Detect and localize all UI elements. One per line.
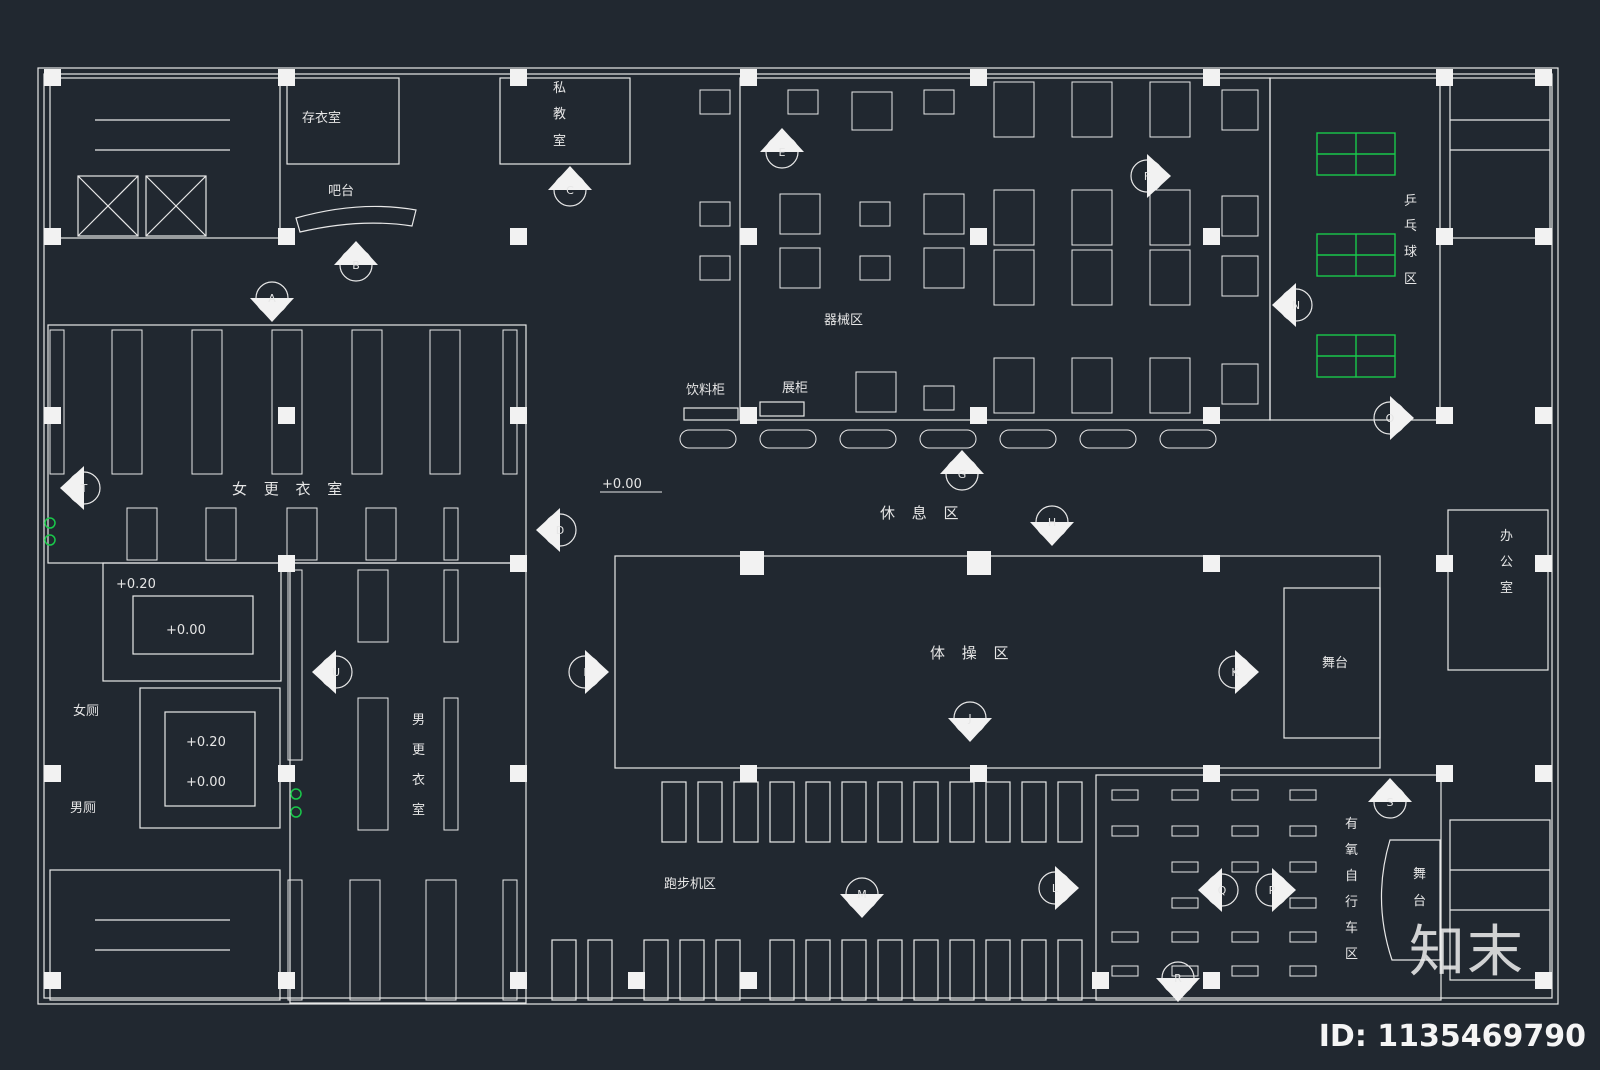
section-marker-letter: E [779, 146, 786, 159]
label-tt-2: 乓 [1404, 219, 1417, 234]
label-gym: 体 操 区 [930, 644, 1015, 662]
section-marker-letter: S [1387, 796, 1394, 809]
section-marker-m: M [840, 877, 884, 918]
section-marker-letter: U [332, 666, 340, 679]
outer-wall [37, 67, 1559, 1005]
section-marker-letter: O [1386, 412, 1395, 425]
section-marker-l: L [1038, 866, 1079, 910]
label-equipment: 器械区 [824, 313, 863, 328]
section-marker-letter: T [80, 482, 88, 495]
section-marker-o: O [1373, 396, 1414, 440]
label-side-stage-2: 台 [1413, 894, 1426, 909]
label-men-wc: 男厕 [70, 801, 96, 816]
label-side-stage-1: 舞 [1413, 867, 1426, 882]
rest-seating [679, 429, 1217, 449]
section-marker-letter: F [1144, 170, 1150, 183]
section-marker-letter: G [958, 468, 967, 481]
label-private-2: 教 [553, 106, 566, 122]
section-marker-e: E [760, 128, 804, 169]
section-marker-letter: N [1292, 299, 1300, 312]
section-marker-n: N [1272, 283, 1313, 327]
label-treadmill: 跑步机区 [664, 877, 716, 892]
label-cycle-2: 氧 [1345, 843, 1358, 858]
women-lockers [49, 329, 518, 561]
section-marker-letter: L [1052, 882, 1059, 895]
label-storage: 存衣室 [302, 110, 341, 126]
label-men-1: 男 [412, 713, 425, 728]
brand-logo-text: 知末 [1409, 920, 1525, 985]
section-marker-letter: P [1269, 884, 1276, 897]
label-women-locker: 女 更 衣 室 [232, 480, 348, 498]
section-marker-letter: I [583, 666, 586, 679]
section-marker-p: P [1255, 868, 1296, 912]
section-marker-letter: J [967, 712, 971, 725]
section-marker-letter: K [1231, 666, 1239, 679]
level-pool-inner: +0.00 [166, 623, 206, 638]
section-marker-g: G [940, 450, 984, 491]
section-marker-a: A [250, 281, 294, 322]
bar-counter [295, 205, 417, 233]
label-rest: 休 息 区 [880, 504, 965, 522]
label-office-1: 办 [1500, 529, 1513, 544]
section-marker-letter: C [566, 184, 574, 197]
label-stage: 舞台 [1322, 656, 1348, 671]
section-marker-f: F [1130, 154, 1171, 198]
side-stage [1380, 839, 1441, 961]
level-spa-bottom: +0.00 [186, 775, 226, 790]
section-marker-u: U [312, 650, 353, 694]
treadmill-row-bottom [551, 939, 1083, 1001]
label-private-1: 私 [553, 81, 566, 96]
label-men-2: 更 [412, 743, 425, 758]
label-cycle-3: 自 [1345, 869, 1358, 884]
section-marker-q: Q [1198, 868, 1239, 912]
level-main: +0.00 [602, 477, 642, 492]
label-cycle-6: 区 [1345, 947, 1358, 962]
label-men-4: 室 [412, 802, 425, 818]
brand-id: ID: 1135469790 [1318, 1019, 1586, 1054]
section-marker-d: D [536, 508, 577, 552]
section-marker-letter: R [1174, 972, 1182, 985]
ping-pong-tables [1316, 132, 1396, 378]
section-marker-r: R [1156, 961, 1200, 1002]
label-tt-4: 区 [1404, 272, 1417, 287]
label-men-3: 衣 [412, 772, 425, 788]
section-marker-i: I [568, 650, 609, 694]
section-marker-letter: M [857, 888, 867, 901]
label-display: 展柜 [782, 381, 808, 396]
section-marker-letter: D [556, 524, 564, 537]
section-markers: A B C D E F G H I J K L M N O P Q R S T U [60, 128, 1414, 1002]
section-marker-c: C [548, 166, 592, 207]
section-marker-b: B [334, 241, 378, 282]
label-cycle-4: 行 [1345, 895, 1358, 910]
green-fixtures [44, 517, 302, 818]
treadmill-row-top [661, 781, 1083, 843]
label-office-2: 公 [1500, 555, 1513, 570]
section-marker-j: J [948, 701, 992, 742]
label-women-wc: 女厕 [73, 703, 99, 719]
section-marker-t: T [60, 466, 101, 510]
label-cycle-1: 有 [1345, 817, 1358, 832]
bikes [1111, 789, 1317, 977]
level-pool-edge: +0.20 [116, 577, 156, 592]
section-marker-letter: B [352, 259, 360, 272]
label-tt-1: 乒 [1404, 194, 1417, 209]
section-marker-s: S [1368, 778, 1412, 819]
section-marker-k: K [1218, 650, 1259, 694]
label-bar: 吧台 [328, 184, 354, 199]
men-lockers [287, 569, 518, 1001]
section-marker-letter: H [1048, 516, 1056, 529]
label-cycle-5: 车 [1345, 920, 1358, 936]
structural-columns [44, 69, 1552, 989]
label-tt-3: 球 [1404, 245, 1417, 260]
level-spa-top: +0.20 [186, 735, 226, 750]
label-private-3: 室 [553, 133, 566, 149]
gym-machines [699, 81, 1259, 414]
section-marker-letter: A [268, 292, 276, 305]
section-marker-h: H [1030, 505, 1074, 546]
label-drinks: 饮料柜 [686, 383, 725, 398]
label-office-3: 室 [1500, 580, 1513, 596]
section-marker-letter: Q [1218, 884, 1227, 897]
